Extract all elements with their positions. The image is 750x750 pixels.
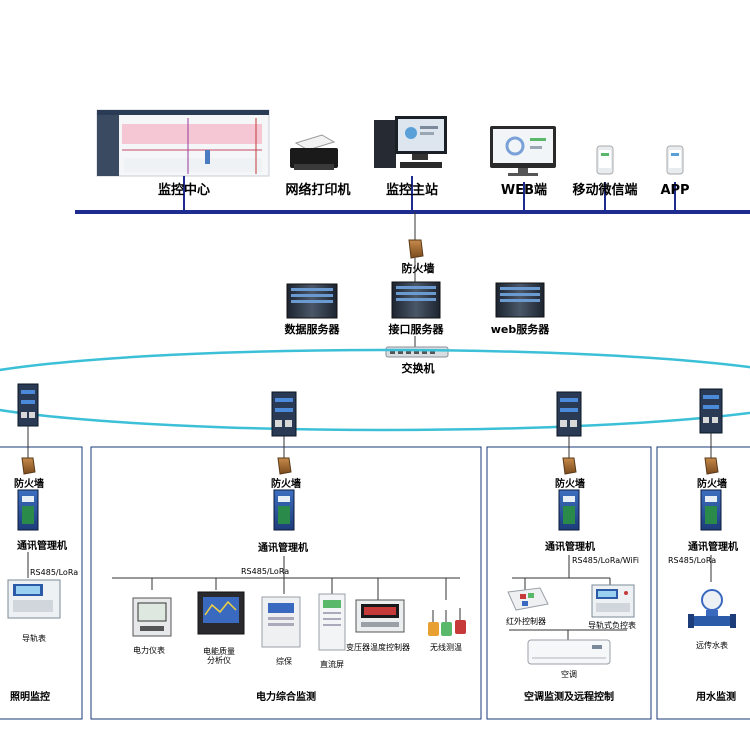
interface-server-icon <box>391 281 441 319</box>
ring-switch-1-icon <box>17 383 39 427</box>
printer-icon <box>290 134 338 170</box>
air-conditioner-icon <box>527 639 611 665</box>
power-bus-label: RS485/LoRa <box>241 567 289 576</box>
lighting-bus-label: RS485/LoRa <box>30 568 78 577</box>
protection-relay-icon <box>261 596 301 648</box>
water-bus-label: RS485/LoRa <box>668 556 716 565</box>
water-firewall-label: 防火墙 <box>697 477 727 490</box>
power-device-1-label: 电力仪表 <box>133 645 165 655</box>
lighting-comm-device-icon <box>17 489 39 531</box>
ac-device-2-label: 导轨式负控表 <box>588 620 636 630</box>
interface-server-label: 接口服务器 <box>389 322 445 336</box>
lighting-firewall-label: 防火墙 <box>14 477 44 490</box>
power-device-2-label-a: 电能质量 <box>203 646 235 656</box>
ring-switch-4-icon <box>699 388 723 434</box>
lighting-device-label: 导轨表 <box>22 633 46 643</box>
power-device-4-label: 直流屏 <box>320 659 344 669</box>
network-printer-label: 网络打印机 <box>285 182 350 198</box>
wechat-phone-icon <box>596 145 614 175</box>
wireless-temp-sensor-icon <box>428 608 466 636</box>
power-device-2-label-b: 分析仪 <box>207 655 231 665</box>
water-comm-device-icon <box>700 489 722 531</box>
wechat-mobile-label: 移动微信端 <box>572 182 637 198</box>
ac-firewall-icon <box>562 457 577 475</box>
data-server-icon <box>286 283 338 319</box>
data-server-label: 数据服务器 <box>285 322 341 336</box>
power-device-6-label: 无线测温 <box>430 642 462 652</box>
power-comm-device-icon <box>273 489 295 531</box>
water-section-box <box>656 446 750 720</box>
water-firewall-icon <box>704 457 719 475</box>
rail-load-control-meter-icon <box>591 584 635 618</box>
transformer-temp-controller-icon <box>355 599 405 633</box>
dc-panel-icon <box>318 593 346 651</box>
ac-device-3-label: 空调 <box>561 669 577 679</box>
lighting-section-title: 照明监控 <box>10 690 50 703</box>
monitor-master-label: 监控主站 <box>386 182 438 198</box>
power-device-5-label: 变压器温度控制器 <box>346 642 410 652</box>
lighting-section-box <box>0 446 83 720</box>
ir-controller-icon <box>507 587 549 611</box>
ac-comm-label: 通讯管理机 <box>545 540 595 553</box>
monitor-center-label: 监控中心 <box>158 182 210 198</box>
workstation-icon <box>374 116 447 168</box>
switch-label: 交换机 <box>402 361 435 375</box>
web-server-icon <box>495 282 545 318</box>
power-comm-label: 通讯管理机 <box>258 541 308 554</box>
power-firewall-icon <box>277 457 292 475</box>
water-meter-icon <box>688 589 736 628</box>
water-section-title: 用水监测 <box>695 690 736 703</box>
water-comm-label: 通讯管理机 <box>688 540 738 553</box>
power-meter-icon <box>132 597 172 637</box>
lighting-comm-label: 通讯管理机 <box>17 539 67 552</box>
web-monitor-icon <box>490 126 556 176</box>
monitor-center-screen-icon <box>96 109 270 177</box>
web-client-label: WEB端 <box>501 182 547 198</box>
power-section-title: 电力综合监测 <box>256 690 316 703</box>
water-device-label: 远传水表 <box>696 640 728 650</box>
ring-network <box>0 348 750 432</box>
web-server-label: web服务器 <box>491 322 550 336</box>
power-quality-analyzer-icon <box>197 591 245 635</box>
power-firewall-label: 防火墙 <box>271 477 301 490</box>
ac-section-title: 空调监测及远程控制 <box>524 690 614 703</box>
app-label: APP <box>660 183 689 198</box>
lighting-rail-meter-icon <box>7 579 61 619</box>
ring-switch-3-icon <box>556 391 582 437</box>
ac-firewall-label: 防火墙 <box>555 477 585 490</box>
ac-bus-label: RS485/LoRa/WiFi <box>572 556 639 565</box>
ac-device-1-label: 红外控制器 <box>506 616 546 626</box>
switch-icon <box>385 346 449 358</box>
ring-switch-2-icon <box>271 391 297 437</box>
firewall-label: 防火墙 <box>402 261 435 275</box>
ac-comm-device-icon <box>558 489 580 531</box>
firewall-icon <box>408 239 424 259</box>
power-device-3-label: 综保 <box>276 656 292 666</box>
app-phone-icon <box>666 145 684 175</box>
lighting-firewall-icon <box>21 457 36 475</box>
power-section-box <box>90 446 482 720</box>
